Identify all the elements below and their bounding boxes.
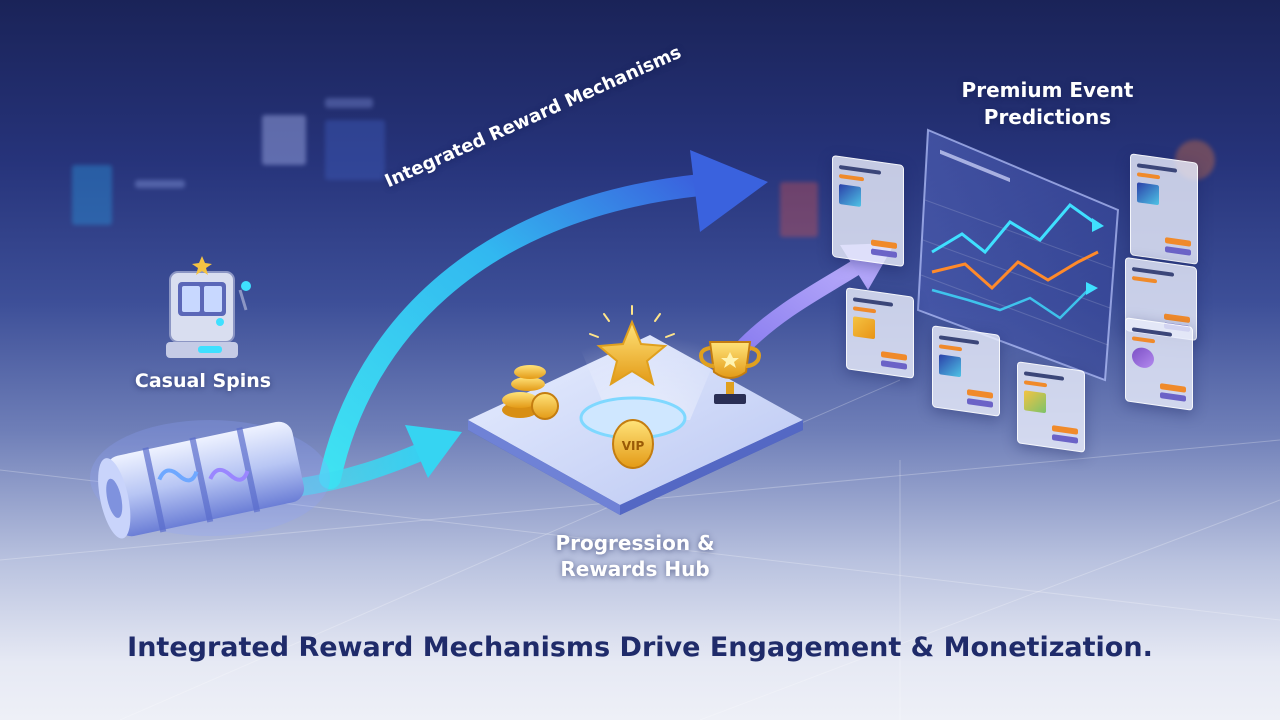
bg-panel xyxy=(72,165,112,225)
footer-headline: Integrated Reward Mechanisms Drive Engag… xyxy=(127,632,1153,663)
premium-predictions-label: Premium Event Predictions xyxy=(935,77,1160,131)
rewards-hub-label-line2: Rewards Hub xyxy=(560,557,710,581)
slot-machine-icon xyxy=(166,256,251,358)
bg-panel xyxy=(262,115,306,165)
reward-arc-arrow xyxy=(319,150,768,489)
prediction-card xyxy=(832,154,904,268)
rewards-hub-label: Progression & Rewards Hub xyxy=(530,530,740,582)
prediction-chart-board xyxy=(916,128,1120,382)
premium-label-line2: Predictions xyxy=(983,105,1112,129)
vip-badge-text: VIP xyxy=(622,439,645,453)
trophy-icon xyxy=(699,341,761,404)
bg-panel xyxy=(780,182,818,237)
prediction-card xyxy=(1130,153,1198,265)
premium-label-line1: Premium Event xyxy=(961,78,1134,102)
prediction-card xyxy=(1017,361,1085,453)
reel-cylinder-icon xyxy=(90,420,330,539)
reel-to-hub-arrow xyxy=(286,425,462,497)
bg-panel xyxy=(325,98,373,108)
prediction-card xyxy=(846,287,914,379)
rewards-hub-label-line1: Progression & xyxy=(555,531,715,555)
line-chart-icon xyxy=(931,202,1099,255)
vip-badge-icon: VIP xyxy=(612,419,654,469)
bg-panel xyxy=(325,120,385,180)
casual-spins-label: Casual Spins xyxy=(134,370,272,392)
coins-icon xyxy=(502,365,559,420)
prediction-card xyxy=(932,325,1000,417)
star-icon xyxy=(589,305,675,387)
bg-panel xyxy=(135,180,185,188)
prediction-card xyxy=(1125,317,1193,411)
